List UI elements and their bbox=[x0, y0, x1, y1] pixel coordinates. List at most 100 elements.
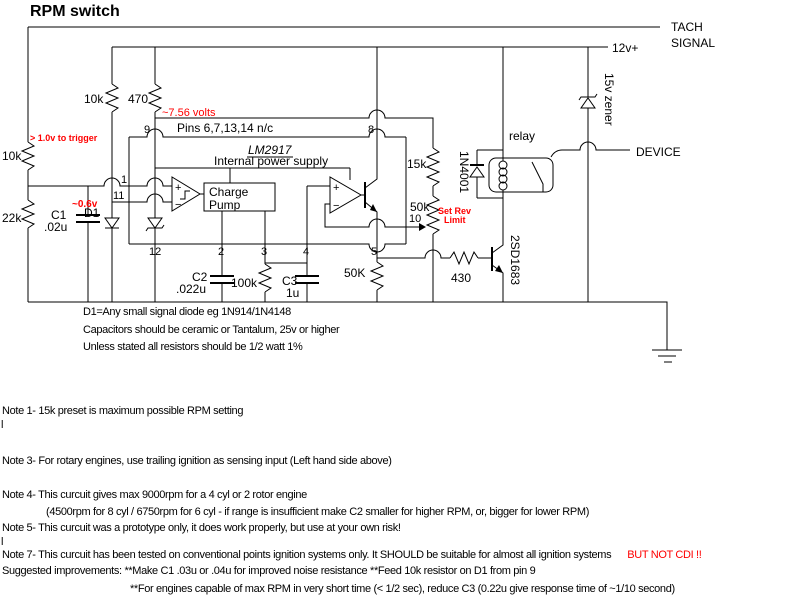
note-suggested: Suggested improvements: **Make C1 .03u o… bbox=[2, 565, 536, 577]
not-cdi-warning: BUT NOT CDI !! bbox=[627, 549, 701, 561]
pin-4: 4 bbox=[303, 246, 309, 258]
c1-value: .02u bbox=[44, 220, 67, 234]
circuit-wires bbox=[27, 26, 668, 350]
resistors bbox=[20, 83, 479, 293]
diodes bbox=[104, 93, 598, 232]
notes-block: D1=Any small signal diode eg 1N914/1N414… bbox=[1, 306, 702, 595]
opamp1-minus: − bbox=[175, 199, 181, 211]
r-100k-label: 100k bbox=[231, 276, 258, 290]
zener-label: 15v zener bbox=[602, 73, 616, 126]
pin-8: 8 bbox=[368, 124, 374, 136]
pin-9: 9 bbox=[144, 124, 150, 136]
output-transistor-emitter-arrow bbox=[370, 204, 377, 212]
zener-15v bbox=[580, 97, 596, 109]
resistor-430 bbox=[449, 250, 479, 266]
resistor-15k bbox=[425, 147, 441, 187]
resistor-10k-pullup bbox=[104, 83, 120, 113]
trigger-annotation: > 1.0v to trigger bbox=[30, 133, 98, 143]
note-caps: Capacitors should be ceramic or Tantalum… bbox=[83, 324, 340, 336]
note-cursor-1: l bbox=[1, 419, 3, 431]
diode-d1 bbox=[104, 217, 120, 229]
v06-annotation: ~0.6v bbox=[72, 199, 98, 210]
opamp1 bbox=[171, 176, 201, 212]
vcc-annotation: ~7.56 volts bbox=[162, 107, 216, 119]
note-4b: (4500rpm for 8 cyl / 6750rpm for 6 cyl -… bbox=[46, 506, 589, 518]
pin-11: 11 bbox=[113, 190, 124, 202]
resistor-10k-input bbox=[20, 141, 36, 171]
c3-label: C3 bbox=[282, 274, 298, 288]
pin-12: 12 bbox=[149, 246, 161, 258]
resistor-22k bbox=[20, 199, 36, 229]
internal-zener-bar bbox=[145, 224, 165, 232]
pin-2: 2 bbox=[218, 246, 224, 258]
note-7-text: Note 7- This curcuit has been tested on … bbox=[2, 549, 612, 561]
active-parts bbox=[171, 156, 682, 363]
r-input-label: 10k bbox=[2, 149, 22, 163]
resistor-470 bbox=[147, 83, 163, 113]
note-7: Note 7- This curcuit has been tested on … bbox=[2, 549, 702, 561]
r-15k-label: 15k bbox=[407, 157, 427, 171]
pin11-wire bbox=[112, 193, 172, 203]
charge-pump-label-2: Pump bbox=[209, 198, 241, 212]
relay-coil2 bbox=[498, 167, 508, 177]
r-430-label: 430 bbox=[451, 271, 471, 285]
pin-1: 1 bbox=[121, 174, 127, 186]
r-pullup-label: 10k bbox=[84, 92, 104, 106]
ground-icon bbox=[652, 349, 682, 363]
note-suggested-2: **For engines capable of max RPM in very… bbox=[130, 583, 675, 595]
ic-nc-pins: Pins 6,7,13,14 n/c bbox=[177, 121, 273, 135]
c2-value: .022u bbox=[176, 282, 206, 296]
relay-coil bbox=[498, 160, 508, 170]
charge-pump-box bbox=[203, 182, 276, 212]
opamp2-minus: − bbox=[333, 200, 339, 212]
opamp2-plus: + bbox=[333, 182, 339, 194]
d1-label: D1 bbox=[84, 206, 100, 220]
ground-rail bbox=[28, 301, 668, 350]
diode-1n4001 bbox=[469, 166, 485, 178]
pin10-wire bbox=[324, 203, 424, 228]
note-d1: D1=Any small signal diode eg 1N914/1N414… bbox=[83, 306, 291, 318]
r-50K-label: 50K bbox=[344, 266, 365, 280]
device-wire bbox=[550, 141, 630, 158]
ic-supply-rail-label: Internal power supply bbox=[214, 154, 328, 168]
c2-label: C2 bbox=[192, 270, 208, 284]
page-title: RPM switch bbox=[30, 3, 120, 20]
c1-label: C1 bbox=[51, 208, 67, 222]
pin-3: 3 bbox=[261, 246, 267, 258]
r-supply-label: 470 bbox=[128, 92, 148, 106]
pin5-wire bbox=[377, 249, 450, 259]
capacitors bbox=[76, 214, 319, 284]
resistor-50K bbox=[369, 261, 385, 291]
pin1-wire bbox=[28, 177, 172, 187]
supply-label: 12v+ bbox=[612, 41, 638, 55]
opamp2 bbox=[329, 176, 362, 214]
resistor-100k bbox=[257, 263, 273, 293]
transistor-label: 2SD1683 bbox=[508, 235, 522, 285]
note-4: Note 4- This curcuit gives max 9000rpm f… bbox=[2, 489, 307, 501]
schmitt-icon bbox=[180, 190, 190, 200]
c3-value: 1u bbox=[286, 286, 299, 300]
note-cursor-2: l bbox=[1, 536, 3, 548]
note-5: Note 5- This curcuit was a prototype onl… bbox=[2, 522, 401, 534]
relay-label: relay bbox=[509, 129, 535, 143]
internal-zener bbox=[147, 217, 163, 229]
opamp1-plus: + bbox=[175, 182, 181, 194]
zener-15v-bar bbox=[578, 93, 598, 101]
pot-50k bbox=[425, 195, 441, 235]
tach-label-2: SIGNAL bbox=[671, 36, 715, 50]
tach-label-1: TACH bbox=[671, 20, 703, 34]
note-resistors: Unless stated all resistors should be 1/… bbox=[83, 341, 303, 353]
relay-coil3 bbox=[498, 174, 508, 184]
set-rev-annotation-1: Set Rev bbox=[438, 206, 471, 216]
r-lower-label: 22k bbox=[2, 211, 22, 225]
pot-label: 50k bbox=[410, 200, 430, 214]
set-rev-annotation-2: Limit bbox=[444, 215, 466, 225]
relay-box bbox=[488, 157, 554, 193]
flyback-label: 1N4001 bbox=[457, 151, 471, 193]
note-1: Note 1- 15k preset is maximum possible R… bbox=[2, 405, 243, 417]
pin-5: 5 bbox=[371, 246, 377, 258]
device-label: DEVICE bbox=[636, 145, 681, 159]
vcc-wire bbox=[155, 109, 434, 148]
